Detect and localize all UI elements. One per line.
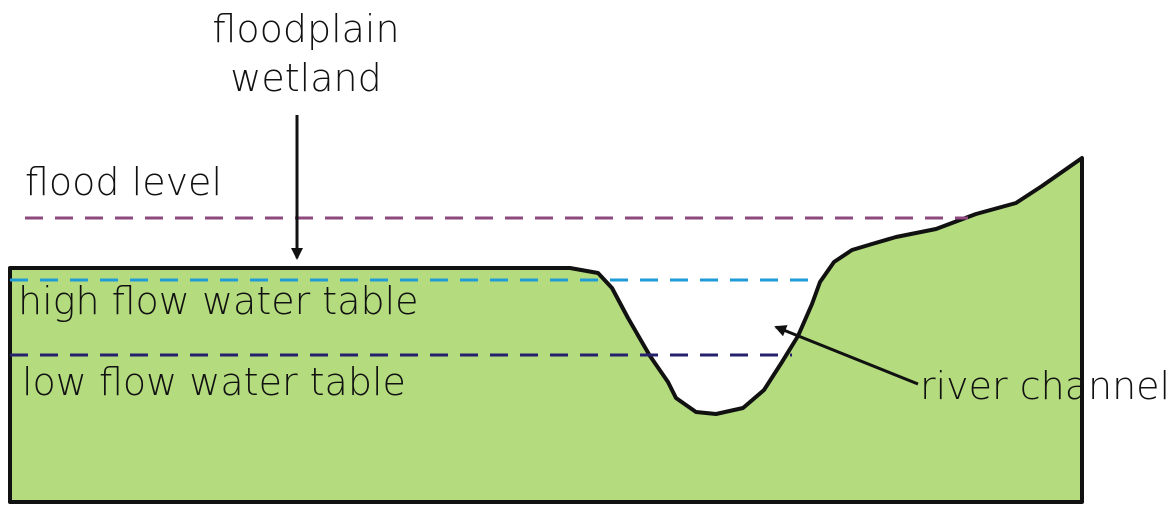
- river-channel-label: river channel: [920, 364, 1170, 408]
- floodplain-wetland-label-line2: wetland: [230, 56, 381, 100]
- low-flow-water-table-label: low flow water table: [22, 360, 406, 404]
- river-channel-arrow: [774, 325, 919, 386]
- high-flow-water-table-label: high flow water table: [18, 279, 419, 323]
- flood-level-label: flood level: [25, 160, 222, 204]
- ground-profile: [8, 156, 1084, 504]
- floodplain-wetland-label-line1: floodplain: [212, 7, 399, 51]
